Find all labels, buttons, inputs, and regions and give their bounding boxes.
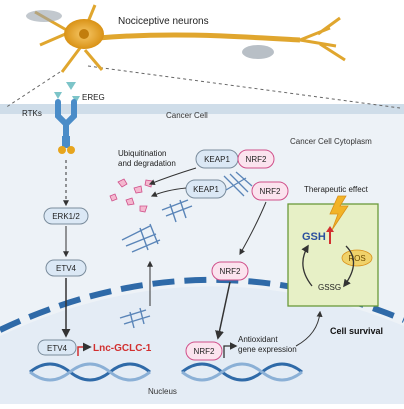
cell-membrane-band — [0, 104, 404, 114]
lnc-gclc-label: Lnc-GCLC-1 — [93, 343, 152, 354]
gsh-cycle-arrow-left — [301, 244, 313, 287]
erk-node — [43, 207, 89, 225]
nrf2-middle-label: NRF2 — [220, 267, 241, 276]
ubiquitination-label: Ubiquitination — [118, 149, 166, 158]
cytoplasm-label: Cancer Cell Cytoplasm — [290, 137, 372, 146]
therapeutic-effect-label: Therapeutic effect — [304, 185, 369, 194]
rtk-receptor-icon — [55, 99, 77, 154]
dna-helix-left — [29, 362, 151, 382]
lncrna-bound-icon — [223, 171, 253, 197]
ros-label: ROS — [348, 254, 365, 263]
nrf2-free-node — [251, 181, 289, 201]
lnc-promoter-arrow — [77, 342, 92, 356]
up-arrow-icon — [326, 226, 334, 244]
keap1-to-degradation-arrow — [148, 167, 197, 186]
etv4-label: ETV4 — [56, 264, 77, 273]
neurons-title: Nociceptive neurons — [118, 16, 209, 27]
nrf2-middle-node — [211, 261, 249, 281]
keap1-node-second — [185, 179, 227, 199]
nrf2-label-top: NRF2 — [246, 155, 267, 164]
antioxidant-promoter-arrow — [223, 342, 238, 358]
ros-icon — [341, 249, 373, 267]
keap1-second-arrow — [150, 187, 187, 197]
erk-label: ERK1/2 — [52, 212, 80, 221]
nrf2-free-label: NRF2 — [260, 187, 281, 196]
nrf2-nuclear-node — [185, 341, 223, 361]
nucleus-label: Nucleus — [148, 387, 177, 396]
rtks-label: RTKs — [22, 109, 42, 118]
expression-to-survival-arrow — [295, 310, 323, 347]
dna-helix-right — [181, 362, 303, 382]
nociceptive-neuron-icon — [26, 4, 346, 73]
etv4-node — [45, 259, 87, 277]
lncrna-strands-icon — [119, 199, 193, 329]
degraded-fragments-icon — [109, 178, 153, 213]
cancer-cell-label: Cancer Cell — [166, 111, 208, 120]
nrf2-node-top — [237, 149, 275, 169]
ereg-ligand-icons — [54, 82, 80, 103]
nrf2-translocate-arrow — [239, 201, 267, 256]
gsh-cycle-arrow-right — [343, 245, 355, 288]
gssg-label: GSSG — [318, 283, 341, 292]
degradation-label: and degradation — [118, 159, 176, 168]
nrf2-to-nucleus-arrow — [215, 281, 231, 340]
zoom-line-right — [87, 65, 401, 109]
antioxidant-label-1: Antioxidant — [238, 335, 278, 344]
gsh-label: GSH — [302, 231, 326, 243]
keap1-label-top: KEAP1 — [204, 155, 230, 164]
zoom-line-left — [4, 71, 61, 109]
antioxidant-label-2: gene expression — [238, 345, 297, 354]
keap1-label-second: KEAP1 — [193, 185, 219, 194]
cell-survival-label: Cell survival — [330, 326, 383, 336]
etv4-nuclear-label: ETV4 — [47, 344, 68, 353]
ereg-label: EREG — [82, 93, 105, 102]
etv4-nuclear-node — [37, 339, 77, 356]
nrf2-nuclear-label: NRF2 — [194, 347, 215, 356]
lightning-icon — [329, 195, 349, 231]
